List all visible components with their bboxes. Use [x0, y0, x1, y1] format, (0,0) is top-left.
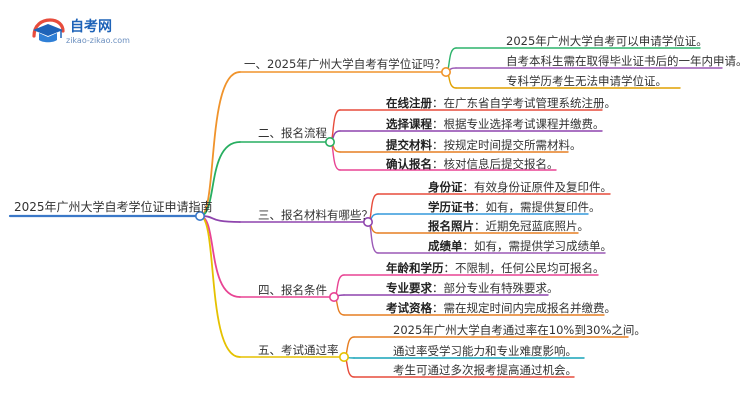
branch-label-b1: 一、2025年广州大学自考有学位证吗？ [244, 57, 446, 71]
leaf-key: 成绩单 [428, 239, 463, 253]
leaf-b4-2: 专业要求：部分专业有特殊要求。 [386, 281, 559, 295]
leaf-sep: ： [432, 157, 444, 171]
node-b5 [338, 351, 349, 362]
leaf-sep: ： [432, 96, 444, 110]
leaf-b3-4: 成绩单：如有，需提供学习成绩单。 [428, 239, 612, 253]
leaf-key: 学历证书 [428, 200, 474, 214]
leaf-key: 在线注册 [386, 96, 432, 110]
leaf-b2-3: 提交材料：按规定时间提交所需材料。 [386, 138, 582, 152]
leaf-sep: ： [474, 200, 486, 214]
leaf-b2-4: 确认报名：核对信息后提交报名。 [386, 157, 559, 171]
node-b2 [324, 137, 335, 148]
leaf-key: 选择课程 [386, 117, 432, 131]
leaf-b3-1: 身份证：有效身份证原件及复印件。 [428, 180, 612, 194]
leaf-b1-3: 专科学历考生无法申请学位证。 [506, 74, 667, 88]
connector-root-b5 [199, 215, 241, 358]
leaf-b5-2: 通过率受学习能力和专业难度影响。 [393, 344, 577, 358]
mindmap-root-label: 2025年广州大学自考学位证申请指南 [14, 200, 213, 214]
leaf-key: 提交材料 [386, 138, 432, 152]
leaf-text: 不限制，任何公民均可报名。 [455, 261, 605, 275]
node-root [195, 211, 206, 222]
leaf-sep: ： [432, 281, 444, 295]
connector-b2-1 [329, 109, 341, 143]
leaf-text: 在广东省自学考试管理系统注册。 [443, 96, 617, 110]
brand-domain: zikao-zikao.com [66, 36, 130, 45]
leaf-sep: ： [474, 219, 486, 233]
leaf-b1-2: 自考本科生需在取得毕业证书后的一年内申请。 [506, 54, 748, 68]
leaf-b3-2: 学历证书：如有，需提供复印件。 [428, 200, 601, 214]
leaf-b4-1: 年龄和学历：不限制，任何公民均可报名。 [386, 261, 605, 275]
branch-label-b3: 三、报名材料有哪些？ [258, 208, 373, 222]
node-b1 [440, 67, 451, 78]
node-b4 [328, 291, 339, 302]
leaf-key: 年龄和学历 [386, 261, 444, 275]
leaf-b5-3: 考生可通过多次报考提高通过机会。 [393, 363, 577, 377]
leaf-text: 按规定时间提交所需材料。 [443, 138, 582, 152]
leaf-sep: ： [443, 261, 456, 275]
leaf-key: 确认报名 [386, 157, 432, 171]
leaf-b5-1: 2025年广州大学自考通过率在10%到30%之间。 [393, 323, 646, 337]
leaf-key: 考试资格 [386, 301, 432, 315]
leaf-sep: ： [432, 301, 444, 315]
leaf-b2-2: 选择课程：根据专业选择考试课程并缴费。 [386, 117, 605, 131]
brand-name: 自考网 [70, 19, 112, 35]
connector-root-b1 [199, 71, 241, 217]
leaf-b1-1: 2025年广州大学自考可以申请学位证。 [506, 34, 708, 48]
branch-label-b5: 五、考试通过率 [258, 343, 339, 357]
branch-label-b4: 四、报名条件 [258, 283, 327, 297]
leaf-text: 核对信息后提交报名。 [443, 157, 559, 171]
leaf-sep: ： [462, 239, 475, 253]
branch-label-b2: 二、报名流程 [258, 126, 327, 140]
graduation-cap-icon [30, 16, 66, 50]
connector-root-b2 [199, 141, 241, 217]
leaf-b4-3: 考试资格：需在规定时间内完成报名并缴费。 [386, 301, 616, 315]
node-b3 [362, 217, 373, 228]
leaf-text: 需在规定时间内完成报名并缴费。 [443, 301, 617, 315]
connector-root-b4 [199, 215, 241, 298]
leaf-text: 根据专业选择考试课程并缴费。 [443, 117, 605, 131]
leaf-sep: ： [432, 117, 444, 131]
leaf-sep: ： [462, 180, 475, 194]
leaf-text: 如有，需提供学习成绩单。 [474, 239, 612, 253]
leaf-text: 有效身份证原件及复印件。 [474, 180, 612, 194]
leaf-b3-3: 报名照片：近期免冠蓝底照片。 [428, 219, 589, 233]
leaf-key: 专业要求 [386, 281, 432, 295]
leaf-text: 近期免冠蓝底照片。 [485, 219, 590, 233]
leaf-key: 身份证 [428, 180, 463, 194]
leaf-text: 部分专业有特殊要求。 [443, 281, 559, 295]
leaf-key: 报名照片 [428, 219, 474, 233]
leaf-sep: ： [432, 138, 444, 152]
leaf-text: 如有，需提供复印件。 [485, 200, 601, 214]
leaf-b2-1: 在线注册：在广东省自学考试管理系统注册。 [386, 96, 616, 110]
